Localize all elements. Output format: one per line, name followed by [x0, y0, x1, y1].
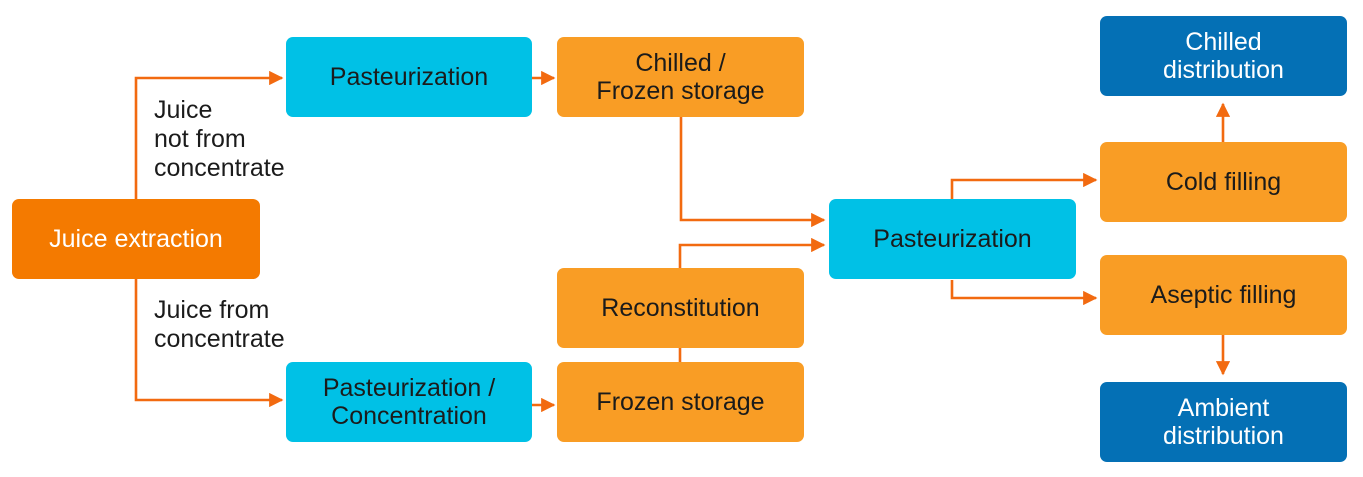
- edge-chilled-storage-to-pasteurization: [679, 117, 826, 228]
- node-aseptic-filling: Aseptic filling: [1100, 255, 1347, 335]
- edge-pasteurization-to-cold-filling: [950, 172, 1098, 200]
- edge-pasteurization-to-aseptic-filling: [950, 280, 1098, 306]
- node-label: Pasteurization / Concentration: [322, 374, 496, 430]
- node-frozen-storage: Frozen storage: [557, 362, 804, 442]
- node-label: Pasteurization: [873, 225, 1032, 253]
- branch-label-from-concentrate: Juice from concentrate: [154, 296, 285, 353]
- node-label: Pasteurization: [329, 63, 489, 91]
- edge-reconstitution-to-pasteurization: [678, 237, 826, 268]
- node-chilled-frozen-storage: Chilled / Frozen storage: [557, 37, 804, 117]
- node-pasteurization-nfc: Pasteurization: [286, 37, 532, 117]
- node-label: Reconstitution: [601, 294, 760, 322]
- edge-extraction-to-pasteurization: [134, 70, 284, 200]
- node-cold-filling: Cold filling: [1100, 142, 1347, 222]
- node-label: Juice extraction: [49, 225, 223, 253]
- node-label: Chilled / Frozen storage: [596, 49, 765, 105]
- node-label: Ambient distribution: [1163, 394, 1284, 450]
- node-pasteurization-main: Pasteurization: [829, 199, 1076, 279]
- node-label: Chilled distribution: [1163, 28, 1284, 84]
- node-chilled-distribution: Chilled distribution: [1100, 16, 1347, 96]
- node-label: Frozen storage: [596, 388, 765, 416]
- node-ambient-distribution: Ambient distribution: [1100, 382, 1347, 462]
- node-pasteurization-concentration: Pasteurization / Concentration: [286, 362, 532, 442]
- node-juice-extraction: Juice extraction: [12, 199, 260, 279]
- node-label: Aseptic filling: [1150, 281, 1297, 309]
- branch-label-not-from-concentrate: Juice not from concentrate: [154, 96, 285, 182]
- edge-extraction-to-pasteurization-concentration: [134, 278, 284, 408]
- node-reconstitution: Reconstitution: [557, 268, 804, 348]
- node-label: Cold filling: [1165, 168, 1282, 196]
